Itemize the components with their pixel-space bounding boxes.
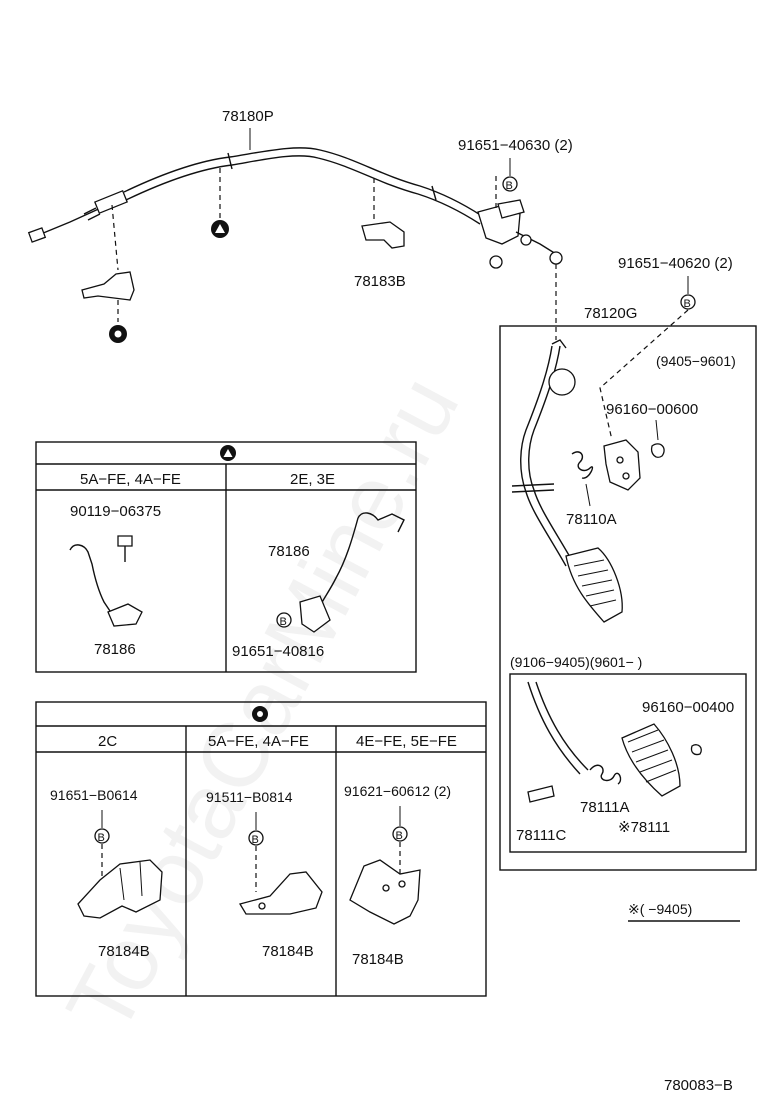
pedal-part-label: 78120G — [584, 305, 637, 322]
cable-end-stopper — [27, 227, 47, 243]
pedal-date-range: (9405−9601) — [656, 353, 736, 369]
inset-spring — [589, 764, 622, 785]
circle-col1-bolt-label: 91651−B0614 — [50, 787, 138, 803]
bracket-78184b-col3 — [349, 859, 421, 925]
inset-pedal-frame — [509, 673, 747, 853]
svg-text:B: B — [684, 298, 691, 310]
triangle-marker-main — [211, 220, 229, 238]
inset-pad-label: ※78111 — [618, 819, 670, 836]
circle-col1-header: 2C — [98, 733, 117, 750]
cable-sleeve-joint-2 — [431, 185, 437, 201]
circle-col3-header: 4E−FE, 5E−FE — [356, 733, 457, 750]
bracket-78186-col2-plate — [299, 595, 331, 633]
bracket-78186-col1-wire — [69, 544, 113, 615]
clip-part-label: 78183B — [354, 273, 406, 290]
circle-col3-bolt-label: 91621−60612 (2) — [344, 783, 451, 799]
b-marker-circle-col1: B — [94, 828, 110, 844]
circle-col1-bracket-label: 78184B — [98, 943, 150, 960]
pedal-pad — [565, 547, 623, 623]
svg-text:B: B — [396, 830, 403, 842]
bracket-dash-line — [111, 204, 119, 271]
circle-col2-bracket-label: 78184B — [262, 943, 314, 960]
b-marker-pedal: B — [680, 294, 696, 310]
nut-96160-00600 — [650, 443, 665, 458]
nut-leader — [655, 419, 659, 441]
pedal-bolt-dash — [599, 309, 689, 441]
triangle-marker-panel — [220, 445, 236, 461]
circle-marker-main — [109, 325, 127, 343]
accelerator-pedal-lever — [511, 339, 623, 623]
b-marker-triangle: B — [276, 612, 292, 628]
inset-lever-1 — [527, 681, 581, 775]
svg-text:B: B — [252, 834, 259, 846]
cable-wire-collar — [520, 234, 532, 246]
cable-housing-upper — [123, 147, 483, 217]
inset-nut-label: 96160−00400 — [642, 699, 734, 716]
cable-bracket-plate — [497, 199, 525, 219]
grommet-clip — [489, 255, 503, 269]
cable-clip-78183b — [361, 221, 405, 249]
triangle-col1-header: 5A−FE, 4A−FE — [80, 471, 181, 488]
b-marker-top: B — [502, 176, 518, 192]
bracket-78186-col1-plate — [107, 603, 143, 627]
cable-bracket-left — [81, 271, 135, 301]
triangle-col2-header: 2E, 3E — [290, 471, 335, 488]
cable-end-ball — [549, 251, 563, 265]
inset-pedal-pad — [621, 723, 681, 797]
pedal-bracket — [603, 439, 641, 491]
inset-pin-78111c — [527, 785, 555, 803]
triangle-col1-bracket-label: 78186 — [94, 641, 136, 658]
inset-lever-2 — [535, 681, 589, 771]
cable-part-label: 78180P — [222, 108, 274, 125]
inset-pin-label: 78111C — [516, 827, 566, 844]
circle-panel: 2C 5A−FE, 4A−FE 4E−FE, 5E−FE 91651−B0614… — [35, 701, 487, 997]
cable-sleeve-joint — [227, 152, 233, 170]
inset-date-range: (9106−9405)(9601− ) — [510, 654, 642, 670]
triangle-col2-bolt-label: 91651−40816 — [232, 643, 324, 660]
nut-part-label: 96160−00600 — [606, 401, 698, 418]
svg-text:B: B — [98, 832, 105, 844]
bolt-pedal-label: 91651−40620 (2) — [618, 255, 733, 272]
pedal-group-frame — [499, 325, 757, 871]
triangle-col2-bracket-label: 78186 — [268, 543, 310, 560]
return-spring-78110a — [571, 451, 594, 479]
cable-adjuster-nut — [83, 207, 101, 221]
inset-spring-label: 78111A — [580, 799, 630, 816]
spring-part-label: 78110A — [566, 511, 617, 528]
bracket-78184b-col2 — [238, 871, 323, 915]
triangle-col1-bolt-label: 90119−06375 — [70, 503, 161, 520]
bolt-90119-06375 — [117, 535, 133, 547]
cable-housing-lower — [125, 155, 481, 225]
circle-col2-header: 5A−FE, 4A−FE — [208, 733, 309, 750]
circle-marker-panel — [252, 706, 268, 722]
pedal-stopper-ball — [548, 368, 576, 396]
circle-col2-bolt-label: 91511−B0814 — [206, 789, 293, 805]
spring-leader — [585, 483, 591, 507]
bolt-top-label: 91651−40630 (2) — [458, 137, 573, 154]
bracket-78186-col2-wire — [319, 512, 405, 607]
cable-adjuster-body — [93, 189, 129, 215]
svg-text:B: B — [280, 616, 287, 628]
svg-text:B: B — [506, 180, 513, 192]
footnote-text: ※( −9405) — [628, 901, 692, 917]
drawing-number: 780083−B — [664, 1077, 733, 1094]
b-marker-circle-col3: B — [392, 826, 408, 842]
pedal-pivot-shaft — [511, 483, 555, 493]
circle-col3-bracket-label: 78184B — [352, 951, 404, 968]
b-marker-circle-col2: B — [248, 830, 264, 846]
inset-nut — [690, 744, 702, 756]
triangle-panel: 5A−FE, 4A−FE 2E, 3E 90119−06375 78186 78… — [35, 441, 417, 673]
accelerator-cable-assembly — [27, 147, 563, 269]
